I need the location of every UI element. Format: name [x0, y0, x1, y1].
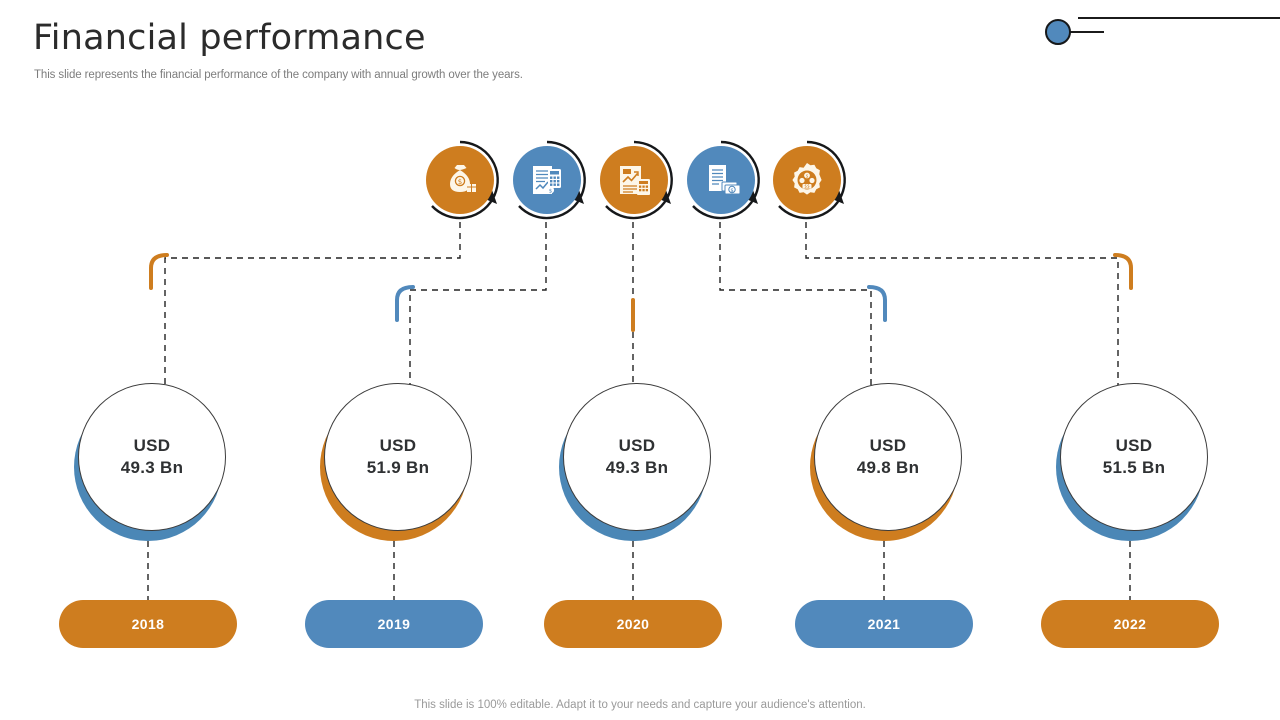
- invoice-cash-icon: $: [709, 165, 741, 195]
- year-pill-2019[interactable]: 2019: [305, 600, 483, 648]
- timeline-icon-node-5[interactable]: $ $$: [769, 140, 846, 220]
- circular-arrow-arc-icon: [518, 140, 586, 220]
- value-currency: USD: [869, 435, 907, 455]
- value-currency: USD: [1115, 435, 1153, 455]
- growth-report-calculator-icon: [620, 166, 650, 195]
- year-pill-2021[interactable]: 2021: [795, 600, 973, 648]
- timeline-icon-node-2[interactable]: $: [509, 140, 586, 220]
- value-circle: USD 49.8 Bn: [814, 383, 962, 531]
- value-currency: USD: [133, 435, 171, 455]
- header-dot-marker: [1045, 19, 1071, 45]
- timeline-icon-node-4[interactable]: $: [683, 140, 760, 220]
- svg-text:$: $: [730, 188, 733, 194]
- value-node-2018[interactable]: USD 49.3 Bn: [74, 383, 226, 541]
- header-rule-short: [1068, 31, 1104, 33]
- value-circle: USD 49.3 Bn: [78, 383, 226, 531]
- value-circle: USD 49.3 Bn: [563, 383, 711, 531]
- value-currency: USD: [618, 435, 656, 455]
- value-node-2019[interactable]: USD 51.9 Bn: [320, 383, 472, 541]
- financial-document-calculator-icon: $: [533, 166, 561, 194]
- icon-badge-2: $: [513, 146, 581, 214]
- value-amount: 51.5 Bn: [1102, 458, 1166, 477]
- circular-arrow-arc-icon: [778, 140, 846, 220]
- svg-text:$$: $$: [804, 184, 810, 189]
- value-node-2021[interactable]: USD 49.8 Bn: [810, 383, 962, 541]
- svg-text:$: $: [458, 178, 462, 186]
- value-amount: 49.3 Bn: [120, 458, 184, 477]
- icon-badge-1: $: [426, 146, 494, 214]
- value-amount: 51.9 Bn: [366, 458, 430, 477]
- circular-arrow-arc-icon: [692, 140, 760, 220]
- footer-note: This slide is 100% editable. Adapt it to…: [414, 699, 866, 711]
- year-pill-2018[interactable]: 2018: [59, 600, 237, 648]
- timeline-icon-node-1[interactable]: $: [422, 140, 499, 220]
- value-node-2020[interactable]: USD 49.3 Bn: [559, 383, 711, 541]
- value-currency: USD: [379, 435, 417, 455]
- value-amount: 49.3 Bn: [605, 458, 669, 477]
- page-title: Financial performance: [33, 18, 426, 58]
- icon-badge-3: [600, 146, 668, 214]
- money-bag-icon: $: [450, 165, 476, 192]
- svg-text:$: $: [549, 188, 552, 194]
- value-node-2022[interactable]: USD 51.5 Bn: [1056, 383, 1208, 541]
- year-pill-2022[interactable]: 2022: [1041, 600, 1219, 648]
- page-subtitle: This slide represents the financial perf…: [34, 69, 523, 81]
- gear-finance-settings-icon: $ $$: [792, 163, 822, 195]
- value-amount: 49.8 Bn: [856, 458, 920, 477]
- value-circle: USD 51.5 Bn: [1060, 383, 1208, 531]
- circular-arrow-arc-icon: [605, 140, 673, 220]
- icon-badge-4: $: [687, 146, 755, 214]
- year-pill-2020[interactable]: 2020: [544, 600, 722, 648]
- value-circle: USD 51.9 Bn: [324, 383, 472, 531]
- svg-text:$: $: [806, 173, 809, 178]
- icon-badge-5: $ $$: [773, 146, 841, 214]
- circular-arrow-arc-icon: [431, 140, 499, 220]
- header-rule-long: [1078, 17, 1280, 19]
- timeline-icon-node-3[interactable]: [596, 140, 673, 220]
